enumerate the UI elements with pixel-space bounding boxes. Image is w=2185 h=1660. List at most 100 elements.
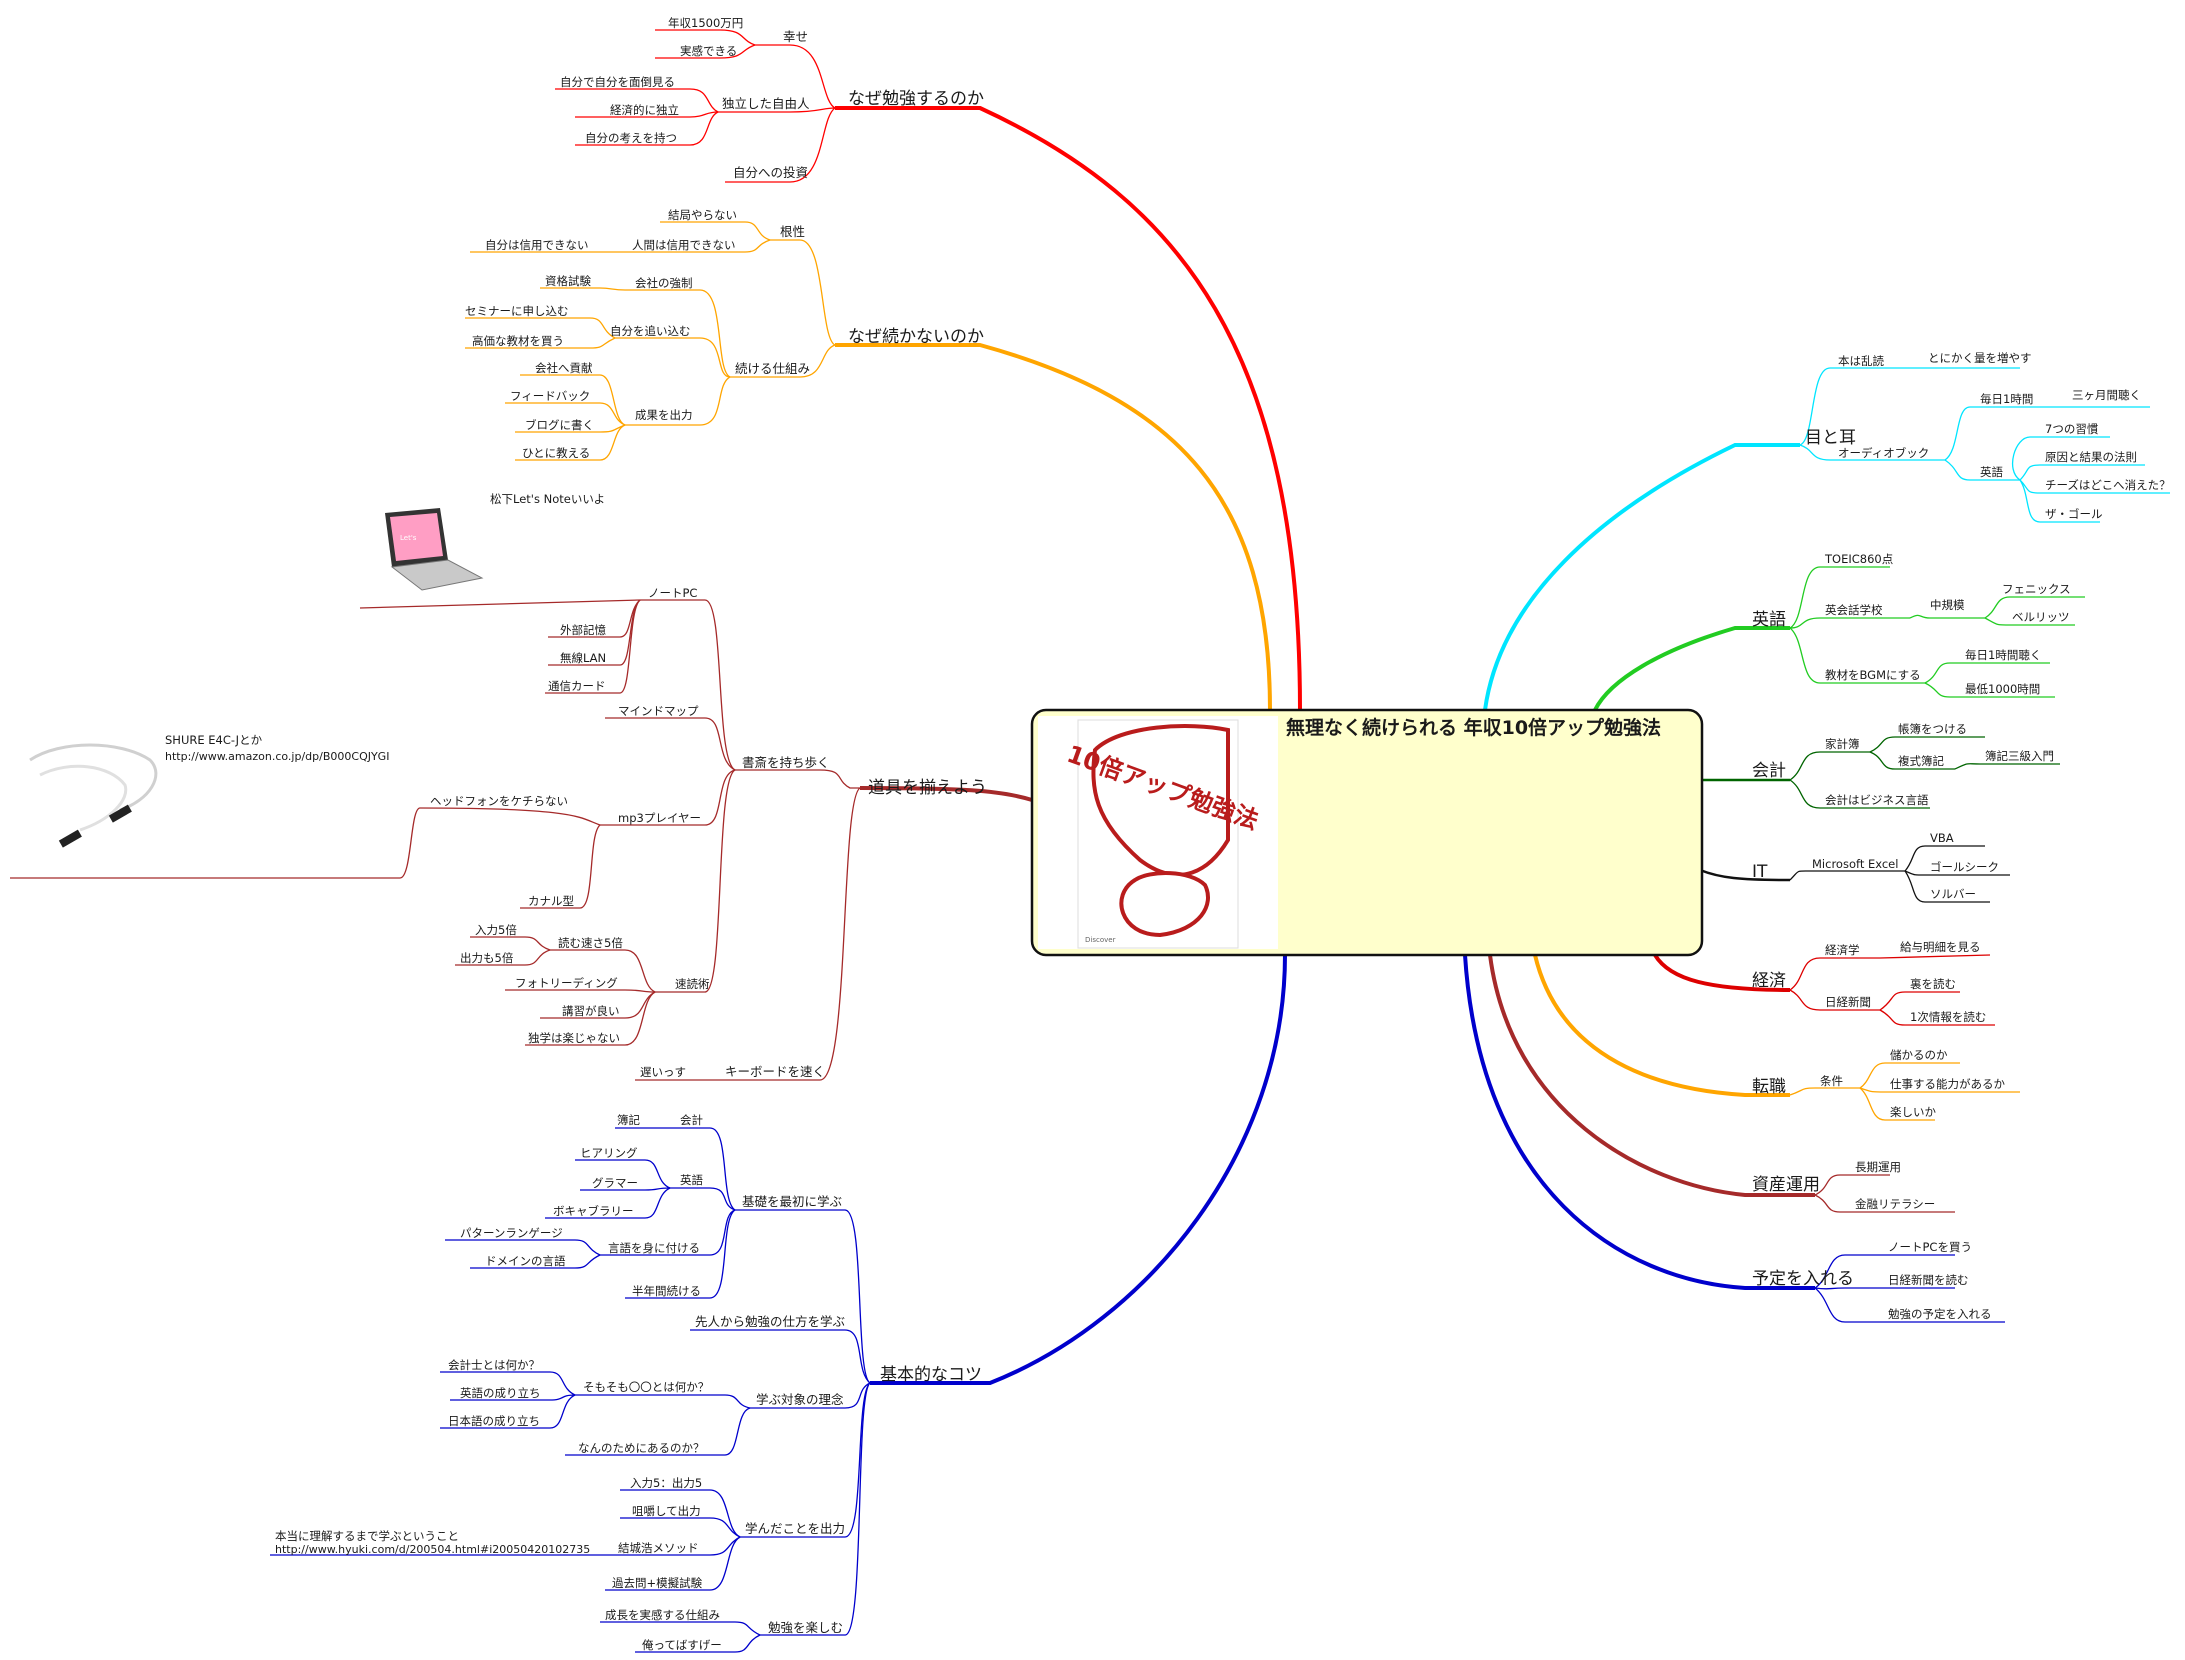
node-predecessors[interactable]: 先人から勉強の仕方を学ぶ — [695, 1314, 845, 1329]
leaf-profitable[interactable]: 儲かるのか — [1890, 1048, 1948, 1062]
leaf-grammar[interactable]: グラマー — [592, 1176, 638, 1190]
node-guts[interactable]: 根性 — [780, 224, 805, 239]
central-topic[interactable]: 10倍アップ勉強法 Discover 無理なく続けられる 年収10倍アップ勉強法 — [1030, 708, 1704, 957]
node-excel[interactable]: Microsoft Excel — [1812, 857, 1898, 871]
leaf-external-memory[interactable]: 外部記憶 — [560, 623, 606, 637]
leaf-slow[interactable]: 遅いっす — [640, 1065, 686, 1079]
leaf-the-goal[interactable]: ザ・ゴール — [2045, 507, 2103, 521]
branch-label-it[interactable]: IT — [1752, 862, 1768, 882]
node-what-is[interactable]: そもそも〇〇とは何か？ — [583, 1380, 709, 1394]
leaf-apply-seminar[interactable]: セミナーに申し込む — [465, 304, 569, 318]
node-output-learned[interactable]: 学んだことを出力 — [745, 1521, 845, 1536]
leaf-vocabulary[interactable]: ボキャブラリー — [553, 1204, 634, 1218]
leaf-course-good[interactable]: 講習が良い — [562, 1004, 620, 1018]
leaf-write-blog[interactable]: ブログに書く — [525, 418, 594, 432]
node-carry-study[interactable]: 書斎を持ち歩く — [742, 755, 830, 770]
leaf-buy-notepc[interactable]: ノートPCを買う — [1888, 1240, 1972, 1254]
branch-label-tools[interactable]: 道具を揃えよう — [868, 778, 987, 798]
leaf-ability[interactable]: 仕事する能力があるか — [1890, 1077, 2005, 1091]
node-mid-size[interactable]: 中規模 — [1930, 598, 1965, 612]
leaf-keep-books[interactable]: 帳簿をつける — [1898, 722, 1967, 736]
leaf-headphones[interactable]: ヘッドフォンをケチらない — [430, 794, 568, 808]
leaf-min-1000h[interactable]: 最低1000時間 — [1965, 682, 2040, 696]
node-why-exists[interactable]: なんのためにあるのか？ — [578, 1441, 705, 1455]
node-speed-reading[interactable]: 速読術 — [675, 977, 710, 991]
branch-label-assets[interactable]: 資産運用 — [1752, 1175, 1820, 1195]
leaf-photoreading[interactable]: フォトリーディング — [515, 976, 618, 990]
leaf-goal-seek[interactable]: ゴールシーク — [1930, 860, 1999, 874]
node-economics[interactable]: 経済学 — [1825, 943, 1860, 957]
leaf-study-schedule[interactable]: 勉強の予定を入れる — [1888, 1307, 1992, 1321]
leaf-feedback[interactable]: フィードバック — [510, 389, 590, 403]
leaf-fun[interactable]: 楽しいか — [1890, 1105, 1936, 1119]
leaf-im-great[interactable]: 俺ってばすげー — [642, 1638, 722, 1652]
node-independent[interactable]: 独立した自由人 — [722, 96, 810, 111]
leaf-payslip[interactable]: 給与明細を見る — [1900, 940, 1981, 954]
leaf-digest-output[interactable]: 咀嚼して出力 — [632, 1504, 701, 1518]
leaf-cannot-trust-self[interactable]: 自分は信用できない — [485, 238, 589, 252]
node-household[interactable]: 家計簿 — [1825, 737, 1860, 751]
leaf-cause-effect[interactable]: 原因と結果の法則 — [2045, 450, 2137, 464]
leaf-economic-independence[interactable]: 経済的に独立 — [610, 103, 679, 117]
branch-label-schedule[interactable]: 予定を入れる — [1752, 1269, 1854, 1289]
leaf-long-term[interactable]: 長期運用 — [1855, 1160, 1901, 1174]
leaf-english-origin[interactable]: 英語の成り立ち — [460, 1386, 541, 1400]
node-company-force[interactable]: 会社の強制 — [635, 276, 693, 290]
node-audiobook-english[interactable]: 英語 — [1980, 465, 2003, 479]
node-philosophy[interactable]: 学ぶ対象の理念 — [756, 1392, 844, 1407]
node-bgm[interactable]: 教材をBGMにする — [1825, 668, 1921, 682]
leaf-input-5x[interactable]: 入力5倍 — [475, 923, 517, 937]
node-english-school[interactable]: 英会話学校 — [1825, 603, 1883, 617]
leaf-phoenix[interactable]: フェニックス — [2002, 582, 2071, 596]
leaf-teach-others[interactable]: ひとに教える — [522, 446, 590, 460]
node-foundation[interactable]: 基礎を最初に学ぶ — [742, 1194, 842, 1209]
node-notepc[interactable]: ノートPC — [648, 586, 697, 600]
node-corner-self[interactable]: 自分を追い込む — [610, 324, 691, 338]
leaf-pattern-language[interactable]: パターンランゲージ — [460, 1226, 563, 1240]
leaf-vba[interactable]: VBA — [1930, 831, 1954, 845]
leaf-bookkeeping[interactable]: 簿記 — [617, 1113, 640, 1127]
leaf-output-5x[interactable]: 出力も5倍 — [460, 951, 514, 965]
node-happiness[interactable]: 幸せ — [783, 29, 808, 44]
leaf-solver[interactable]: ソルバー — [1930, 887, 1976, 901]
node-double-entry[interactable]: 複式簿記 — [1898, 754, 1944, 768]
leaf-qualification-exam[interactable]: 資格試験 — [545, 274, 591, 288]
leaf-what-is-accountant[interactable]: 会計士とは何か？ — [448, 1358, 540, 1372]
node-read-widely[interactable]: 本は乱読 — [1838, 354, 1884, 368]
branch-label-basic-tips[interactable]: 基本的なコツ — [880, 1365, 982, 1385]
branch-label-english[interactable]: 英語 — [1752, 610, 1786, 630]
node-toeic[interactable]: TOEIC860点 — [1824, 552, 1893, 566]
leaf-daily-listen[interactable]: 毎日1時間聴く — [1965, 648, 2041, 662]
branch-label-accounting[interactable]: 会計 — [1752, 761, 1786, 781]
node-mindmap[interactable]: マインドマップ — [618, 704, 699, 718]
link-shure-amazon[interactable]: http://www.amazon.co.jp/dp/B000CQJYGI — [165, 750, 389, 763]
leaf-contribute-company[interactable]: 会社へ貢献 — [535, 361, 593, 375]
branch-label-career[interactable]: 転職 — [1752, 1077, 1786, 1097]
leaf-seven-habits[interactable]: 7つの習慣 — [2045, 422, 2099, 436]
leaf-never-do[interactable]: 結局やらない — [668, 208, 737, 222]
leaf-read-nikkei[interactable]: 日経新聞を読む — [1888, 1273, 1969, 1287]
node-conditions[interactable]: 条件 — [1820, 1074, 1843, 1088]
leaf-financial-literacy[interactable]: 金融リテラシー — [1855, 1197, 1935, 1211]
leaf-cannot-trust-people[interactable]: 人間は信用できない — [632, 238, 736, 252]
leaf-increase-volume[interactable]: とにかく量を増やす — [1928, 351, 2032, 365]
leaf-wireless-lan[interactable]: 無線LAN — [560, 651, 606, 665]
node-half-year[interactable]: 半年間続ける — [632, 1284, 701, 1298]
node-foundation-accounting[interactable]: 会計 — [680, 1113, 703, 1127]
leaf-data-card[interactable]: 通信カード — [548, 679, 606, 693]
leaf-cheese[interactable]: チーズはどこへ消えた？ — [2045, 478, 2171, 492]
leaf-domain-language[interactable]: ドメインの言語 — [485, 1254, 566, 1268]
branch-label-why-study[interactable]: なぜ勉強するのか — [848, 89, 984, 109]
branch-label-why-not-continue[interactable]: なぜ続かないのか — [848, 327, 984, 347]
node-foundation-english[interactable]: 英語 — [680, 1173, 703, 1187]
leaf-three-months[interactable]: 三ヶ月間聴く — [2072, 388, 2141, 402]
leaf-growth-mechanism[interactable]: 成長を実感する仕組み — [605, 1608, 720, 1622]
link-hyuki[interactable]: http://www.hyuki.com/d/200504.html#i2005… — [275, 1543, 590, 1556]
node-keyboard[interactable]: キーボードを速く — [725, 1064, 825, 1079]
leaf-self-care[interactable]: 自分で自分を面倒見る — [560, 75, 675, 89]
node-audiobook[interactable]: オーディオブック — [1838, 446, 1929, 460]
leaf-berlitz[interactable]: ベルリッツ — [2012, 610, 2070, 624]
branch-label-eyes-ears[interactable]: 目と耳 — [1805, 428, 1856, 448]
leaf-canal-type[interactable]: カナル型 — [528, 894, 574, 908]
leaf-feel-it[interactable]: 実感できる — [680, 44, 737, 58]
